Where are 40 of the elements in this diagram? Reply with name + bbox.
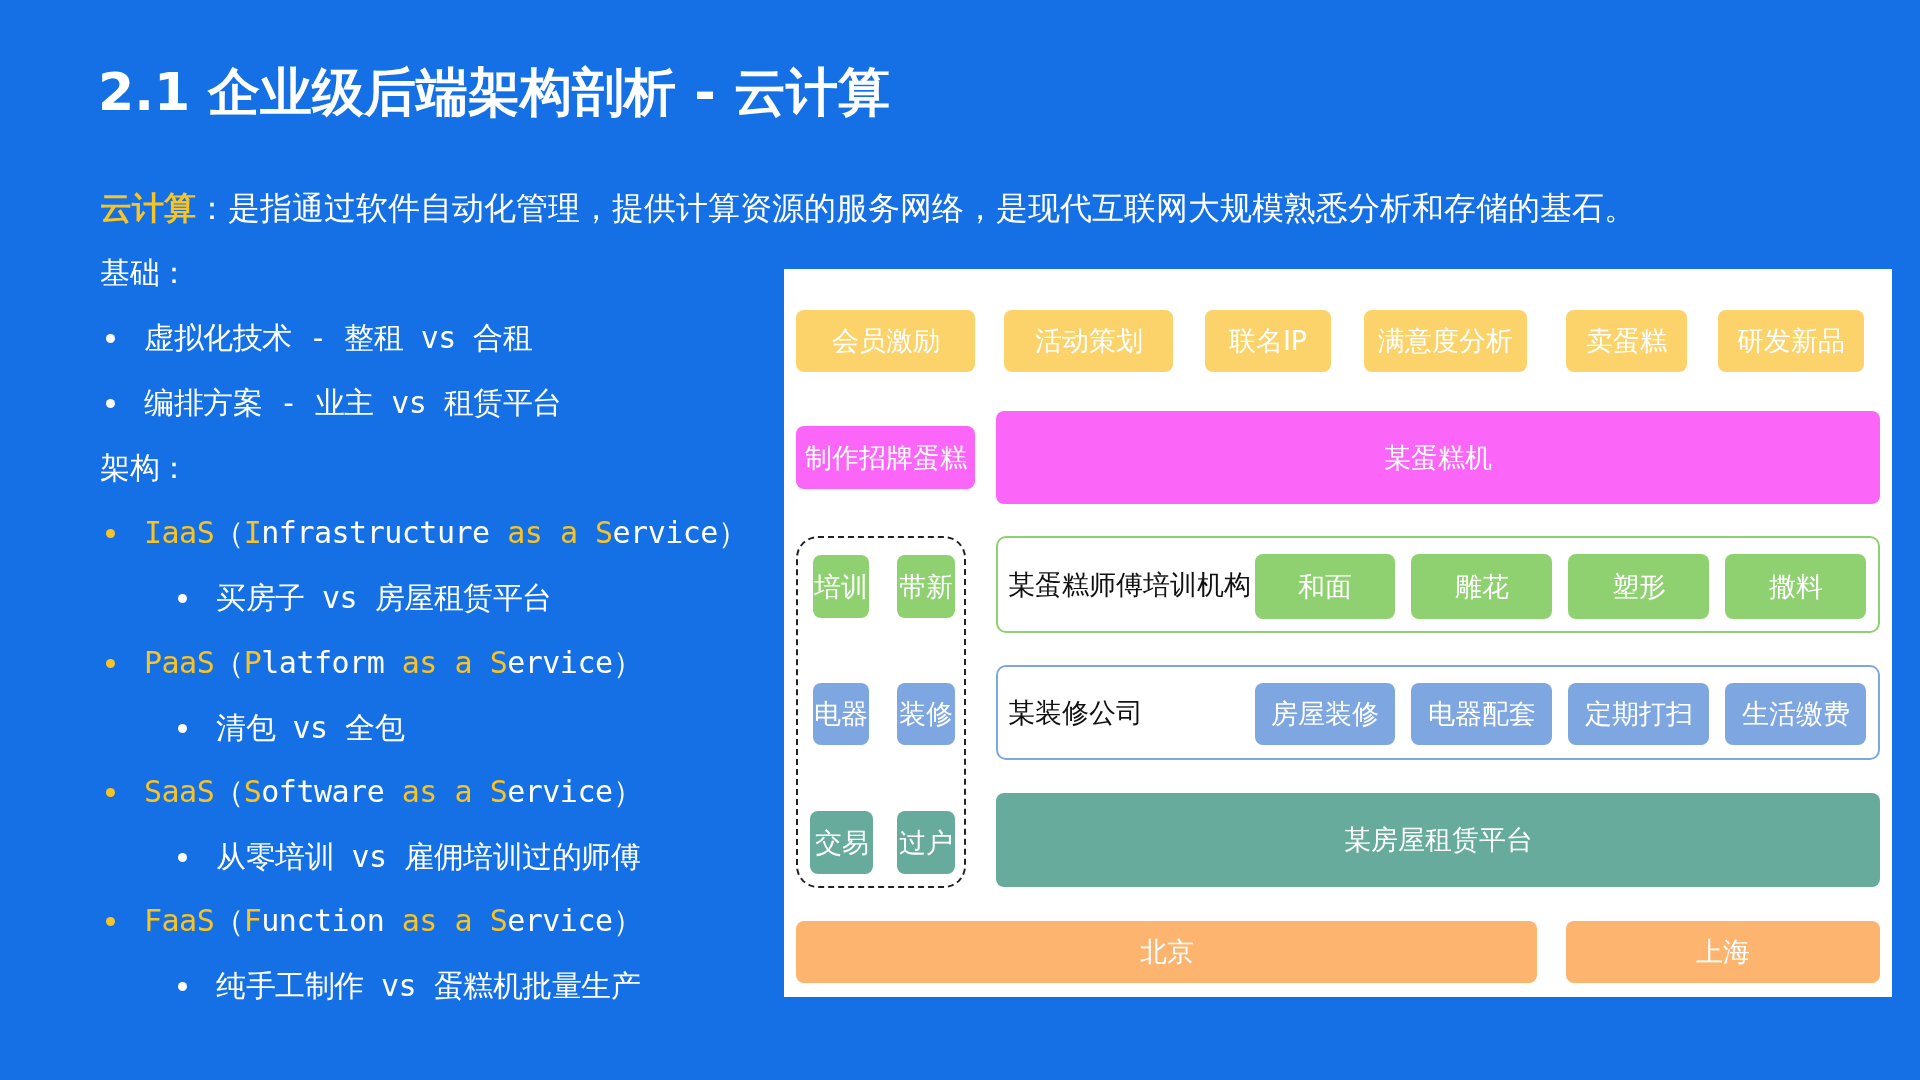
text-line: 纯手工制作 vs 蛋糕机批量生产: [216, 967, 641, 1005]
service-box: 过户: [897, 811, 955, 874]
service-box: 塑形: [1568, 554, 1709, 619]
service-box: 电器配套: [1411, 683, 1552, 745]
group-box: [996, 665, 1880, 760]
group-label: 某蛋糕师傅培训机构: [1008, 567, 1251, 602]
service-box: 装修: [897, 683, 955, 745]
text-line: 从零培训 vs 雇佣培训过的师傅: [216, 838, 641, 876]
text-line: 虚拟化技术 - 整租 vs 合租: [144, 319, 533, 357]
service-box: 生活缴费: [1725, 683, 1866, 745]
feature-box: 会员激励: [796, 310, 975, 372]
feature-box: 卖蛋糕: [1566, 310, 1687, 372]
service-box: 雕花: [1411, 554, 1552, 619]
text-line: 买房子 vs 房屋租赁平台: [216, 579, 552, 617]
slide-title: 2.1 企业级后端架构剖析 - 云计算: [98, 61, 890, 124]
feature-box: 联名IP: [1205, 310, 1331, 372]
text-line: 编排方案 - 业主 vs 租赁平台: [144, 384, 562, 422]
text-line: 架构：: [100, 449, 189, 487]
group-box: [996, 536, 1880, 633]
service-box: 和面: [1255, 554, 1395, 619]
dashed-group-box: [796, 536, 966, 888]
text-line: 基础：: [100, 254, 189, 292]
text-line: 清包 vs 全包: [216, 709, 405, 747]
service-box: 带新: [897, 555, 955, 618]
product-box: 制作招牌蛋糕: [796, 426, 975, 489]
feature-box: 活动策划: [1004, 310, 1173, 372]
group-label: 某装修公司: [1008, 695, 1143, 730]
machine-bar: 某蛋糕机: [996, 411, 1880, 504]
region-bar: 上海: [1566, 921, 1880, 983]
feature-box: 满意度分析: [1364, 310, 1527, 372]
platform-bar: 某房屋租赁平台: [996, 793, 1880, 887]
service-box: 电器: [813, 683, 869, 745]
service-box: 培训: [813, 555, 869, 618]
service-box: 撒料: [1725, 554, 1866, 619]
service-box: 房屋装修: [1255, 683, 1395, 745]
service-box: 交易: [810, 811, 873, 874]
text-line: 云计算：是指通过软件自动化管理，提供计算资源的服务网络，是现代互联网大规模熟悉分析和存储的基石。: [100, 188, 1636, 229]
region-bar: 北京: [796, 921, 1537, 983]
feature-box: 研发新品: [1718, 310, 1864, 372]
service-box: 定期打扫: [1568, 683, 1709, 745]
